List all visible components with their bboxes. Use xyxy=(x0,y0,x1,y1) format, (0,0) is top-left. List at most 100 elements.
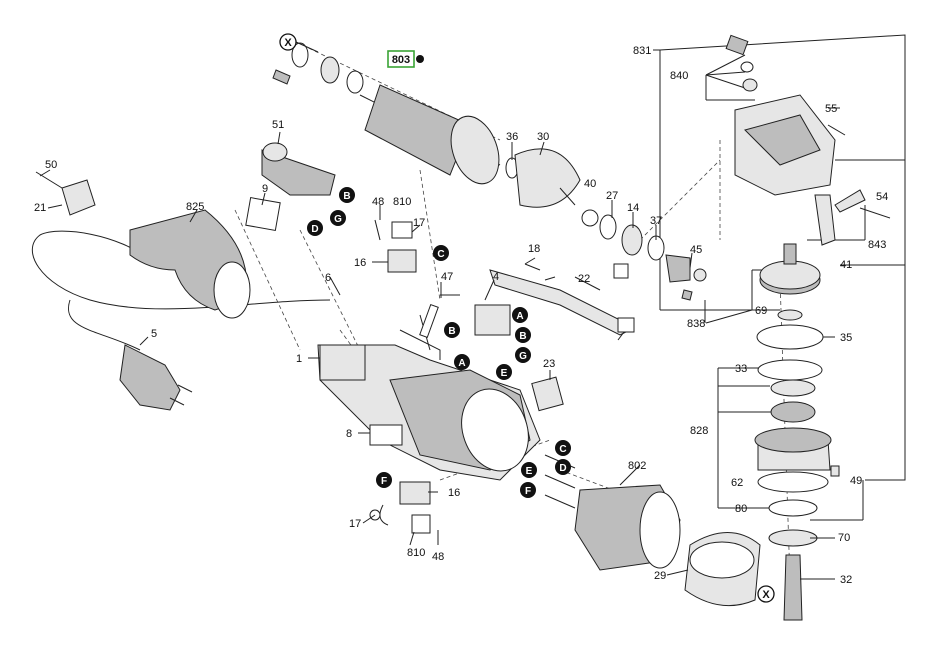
label-810-bottom: 810 xyxy=(407,547,425,559)
spindle-lock xyxy=(814,124,891,246)
wheel-guard xyxy=(684,532,761,607)
label-22: 22 xyxy=(578,273,590,285)
label-5: 5 xyxy=(151,328,157,340)
label-36: 36 xyxy=(506,131,518,143)
badge-d-switch: D xyxy=(307,220,323,236)
svg-text:C: C xyxy=(437,249,444,260)
explode-dashed-lines xyxy=(234,41,791,581)
label-51: 51 xyxy=(272,119,284,131)
label-33: 33 xyxy=(735,363,747,375)
svg-text:B: B xyxy=(519,331,526,342)
bevel-gear xyxy=(759,243,821,295)
badge-e-mid: E xyxy=(496,364,512,380)
svg-text:G: G xyxy=(519,351,527,362)
label-47: 47 xyxy=(441,271,453,283)
part-number-labels: 831 840 55 51 36 30 50 9 810 48 17 54 21… xyxy=(34,45,888,586)
label-69: 69 xyxy=(755,305,767,317)
strain-relief xyxy=(35,171,96,216)
label-41: 41 xyxy=(840,259,852,271)
svg-text:C: C xyxy=(559,444,566,455)
label-1: 1 xyxy=(296,353,302,365)
label-70: 70 xyxy=(838,532,850,544)
label-828: 828 xyxy=(690,425,708,437)
badge-f-brush: F xyxy=(376,472,392,488)
gear-head xyxy=(725,34,836,196)
label-27: 27 xyxy=(606,190,618,202)
badge-b-switch: B xyxy=(339,187,355,203)
field-coil xyxy=(574,484,681,571)
label-810-top: 810 xyxy=(393,196,411,208)
label-17-top: 17 xyxy=(413,217,425,229)
label-8: 8 xyxy=(346,428,352,440)
cord-sleeve xyxy=(129,209,251,319)
label-48-bottom: 48 xyxy=(432,551,444,563)
leader-lines xyxy=(39,41,840,580)
label-23: 23 xyxy=(543,358,555,370)
svg-text:803: 803 xyxy=(392,54,410,66)
svg-text:B: B xyxy=(448,326,455,337)
label-37: 37 xyxy=(650,215,662,227)
label-30: 30 xyxy=(537,131,549,143)
svg-text:F: F xyxy=(381,476,387,487)
badge-b-left: B xyxy=(444,322,460,338)
highlighted-part-803[interactable]: 803 xyxy=(387,50,424,68)
plug xyxy=(119,344,181,411)
assembly-bracket-lines xyxy=(653,34,906,521)
svg-text:D: D xyxy=(559,463,566,474)
spindle-stack xyxy=(754,309,840,621)
label-21: 21 xyxy=(34,202,46,214)
power-cord xyxy=(31,230,331,411)
label-825: 825 xyxy=(186,201,204,213)
svg-text:A: A xyxy=(458,358,465,369)
motor-housing xyxy=(317,344,541,481)
svg-text:D: D xyxy=(311,224,318,235)
label-16-top: 16 xyxy=(354,257,366,269)
badge-g-switch: G xyxy=(330,210,346,226)
svg-text:F: F xyxy=(525,486,531,497)
label-9: 9 xyxy=(262,183,268,195)
svg-text:X: X xyxy=(762,589,770,601)
label-80: 80 xyxy=(735,503,747,515)
x-marks: X X xyxy=(279,33,775,603)
label-40: 40 xyxy=(584,178,596,190)
svg-text:G: G xyxy=(334,214,342,225)
label-49: 49 xyxy=(850,475,862,487)
label-55: 55 xyxy=(825,103,837,115)
label-843: 843 xyxy=(868,239,886,251)
connector-badges: B G D C A B G B A E F C D E F xyxy=(307,187,571,498)
label-54: 54 xyxy=(876,191,888,203)
label-50: 50 xyxy=(45,159,57,171)
svg-text:E: E xyxy=(526,466,533,477)
badge-a-term: A xyxy=(512,307,528,323)
label-802: 802 xyxy=(628,460,646,472)
badge-d-field: D xyxy=(555,459,571,475)
label-6: 6 xyxy=(325,272,331,284)
armature xyxy=(272,42,501,185)
label-16-bottom: 16 xyxy=(448,487,460,499)
label-plate xyxy=(369,424,403,446)
label-14: 14 xyxy=(627,202,639,214)
label-838: 838 xyxy=(687,318,705,330)
label-840: 840 xyxy=(670,70,688,82)
switch xyxy=(261,142,336,196)
badge-b-term: B xyxy=(515,327,531,343)
badge-g-term: G xyxy=(515,347,531,363)
label-831: 831 xyxy=(633,45,651,57)
badge-a-left: A xyxy=(454,354,470,370)
svg-text:B: B xyxy=(343,191,350,202)
svg-text:A: A xyxy=(516,311,523,322)
label-45: 45 xyxy=(690,244,702,256)
label-29: 29 xyxy=(654,570,666,582)
badge-c-top: C xyxy=(433,245,449,261)
pinion xyxy=(665,254,707,301)
badge-c-field: C xyxy=(555,440,571,456)
label-4: 4 xyxy=(493,271,499,283)
type-plate xyxy=(245,197,281,231)
label-32: 32 xyxy=(840,574,852,586)
badge-e-field: E xyxy=(521,462,537,478)
svg-text:X: X xyxy=(284,37,292,49)
label-48-top: 48 xyxy=(372,196,384,208)
badge-f-field: F xyxy=(520,482,536,498)
label-18: 18 xyxy=(528,243,540,255)
